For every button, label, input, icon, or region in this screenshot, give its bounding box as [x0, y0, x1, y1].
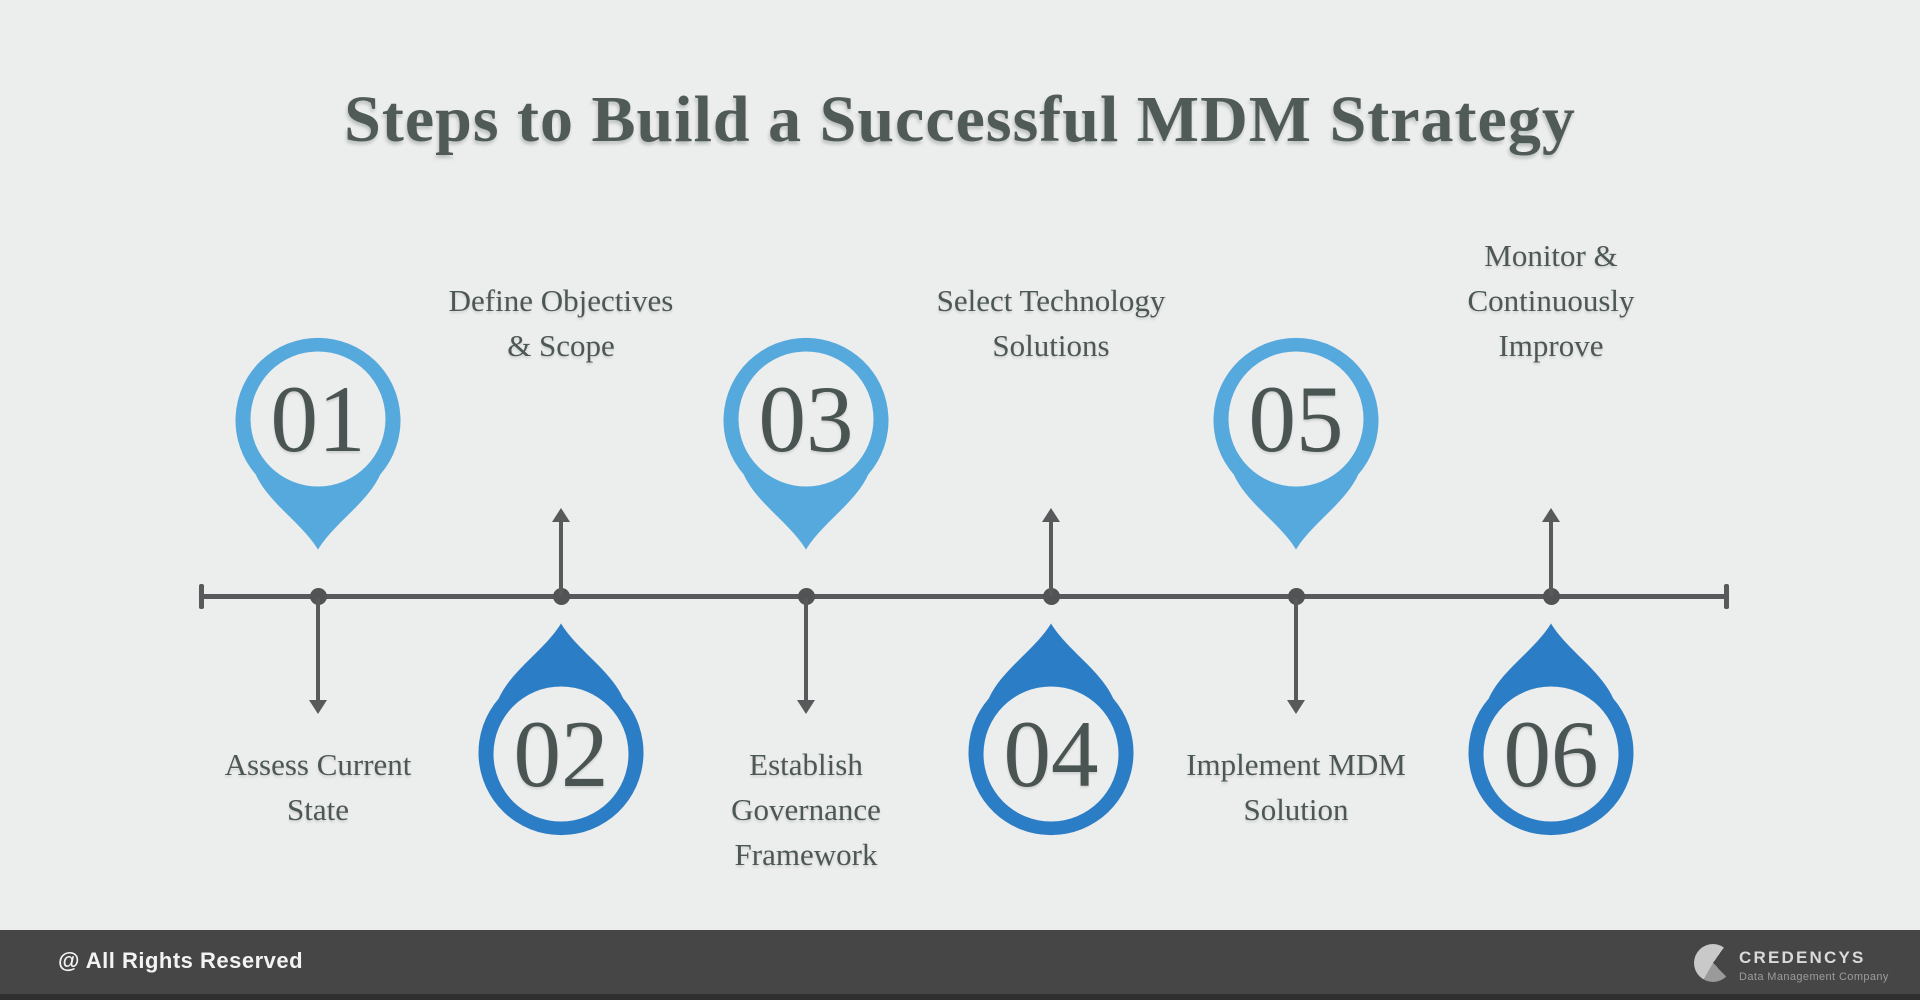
timeline-dot: [1043, 588, 1060, 605]
step-number: 05: [1248, 366, 1344, 472]
step-label: Define Objectives & Scope: [448, 283, 674, 363]
step-label: Establish Governance Framework: [731, 747, 881, 872]
footer-bottom-strip: [0, 994, 1920, 1000]
timeline-dot: [310, 588, 327, 605]
brand-logo: CREDENCYS Data Management Company: [1694, 942, 1889, 983]
timeline-left-cap: [199, 584, 204, 609]
map-pin-icon: [228, 332, 408, 557]
map-pin-icon: [961, 616, 1141, 841]
map-pin-icon: [471, 616, 651, 841]
timeline-axis: [202, 594, 1726, 599]
step-number: 04: [1003, 701, 1099, 807]
step-label: Assess Current State: [224, 747, 412, 827]
timeline-dot: [1288, 588, 1305, 605]
copyright-text: @ All Rights Reserved: [58, 948, 304, 973]
brand-tagline: Data Management Company: [1739, 971, 1889, 983]
brand-name: CREDENCYS: [1739, 948, 1866, 967]
map-pin-icon: [716, 332, 896, 557]
connector-arrow-up-icon: [1542, 508, 1560, 596]
map-pin-icon: [1206, 332, 1386, 557]
step-number: 03: [758, 366, 854, 472]
connector-arrow-up-icon: [552, 508, 570, 596]
timeline-dot: [798, 588, 815, 605]
timeline-right-cap: [1724, 584, 1729, 609]
connector-arrow-up-icon: [1042, 508, 1060, 596]
map-pin-icon: [1461, 616, 1641, 841]
step-number: 06: [1503, 701, 1599, 807]
step-label: Implement MDM Solution: [1186, 747, 1406, 827]
step-number: 02: [513, 701, 609, 807]
connector-arrow-down-icon: [797, 598, 815, 714]
connector-arrow-down-icon: [309, 598, 327, 714]
credencys-logo-icon: [1694, 944, 1732, 982]
timeline-dot: [1543, 588, 1560, 605]
timeline-dot: [553, 588, 570, 605]
footer-bar: @ All Rights Reserved CREDENCYS Data Man…: [0, 930, 1920, 1000]
step-label: Select Technology Solutions: [936, 283, 1166, 363]
connector-arrow-down-icon: [1287, 598, 1305, 714]
page-title: Steps to Build a Successful MDM Strategy: [344, 83, 1576, 156]
step-number: 01: [270, 366, 366, 472]
step-label: Monitor & Continuously Improve: [1467, 238, 1635, 363]
